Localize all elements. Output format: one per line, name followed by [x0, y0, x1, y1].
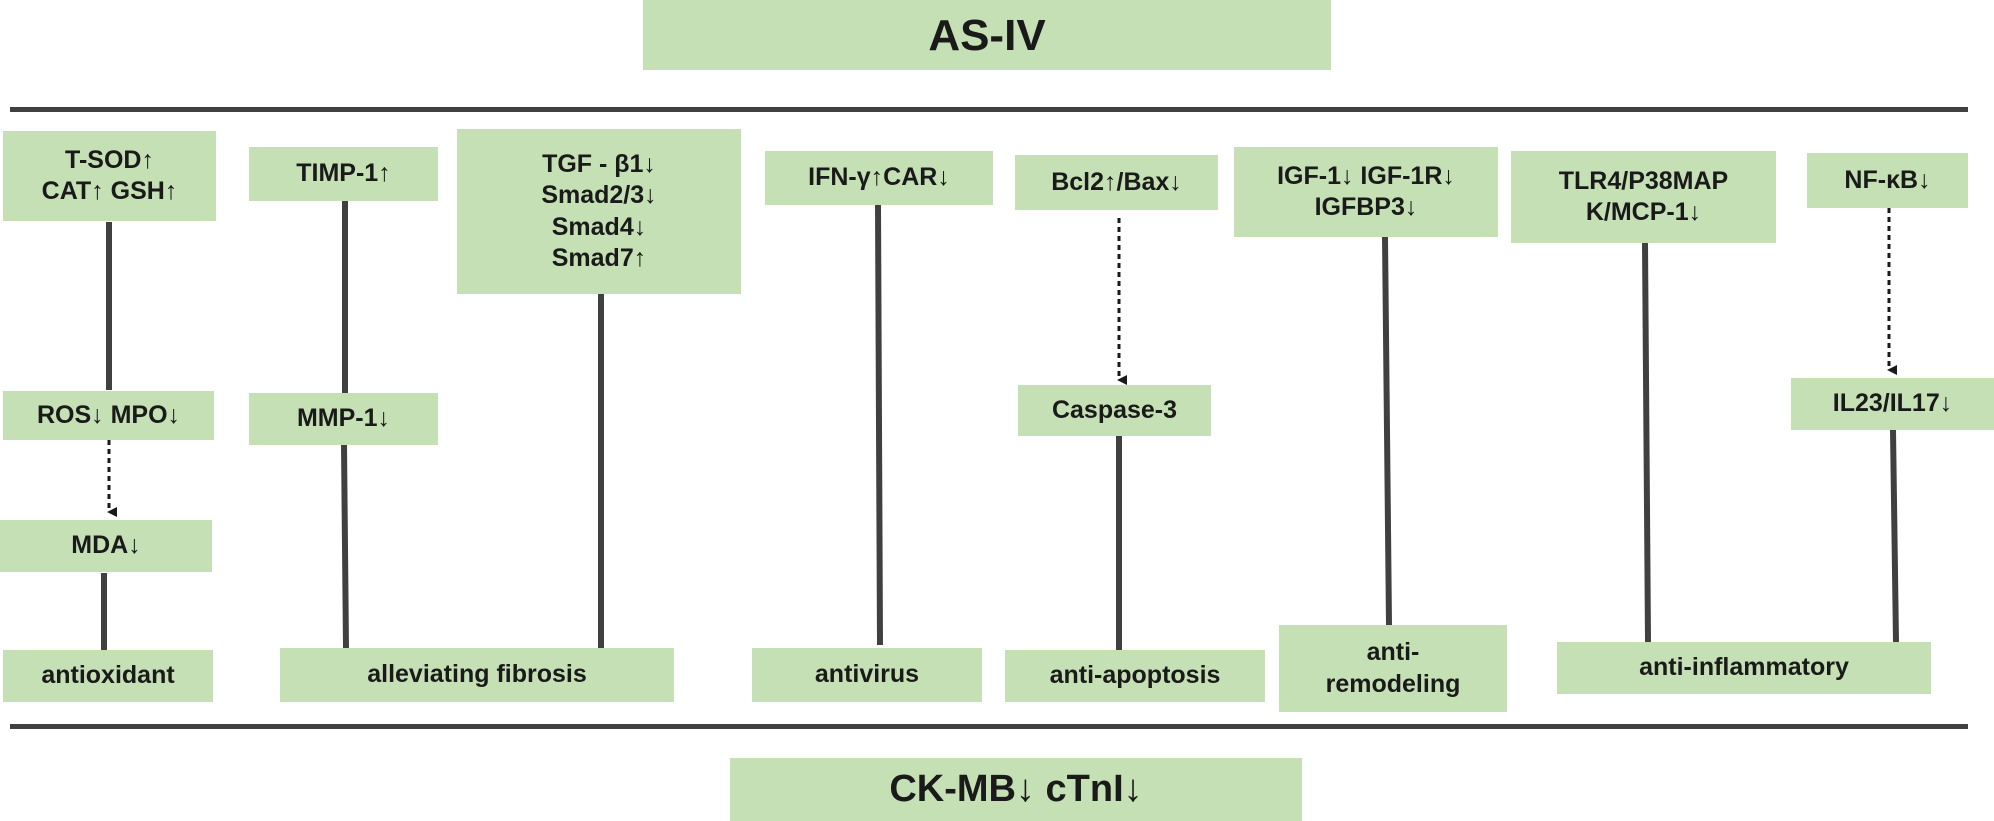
box-igf: IGF-1↓ IGF-1R↓ IGFBP3↓: [1234, 147, 1498, 237]
box-timp1: TIMP-1↑: [249, 147, 438, 201]
box-mda: MDA↓: [0, 520, 212, 572]
bottom-title: CK-MB↓ cTnI↓: [889, 767, 1143, 810]
top-title: AS-IV: [928, 10, 1046, 60]
box-il23-il17: IL23/IL17↓: [1791, 378, 1994, 430]
mda-text: MDA↓: [71, 531, 141, 560]
tgf-smad-text: TGF - β1↓ Smad2/3↓ Smad4↓ Smad7↑: [541, 150, 657, 272]
ifn-car-text: IFN-γ↑CAR↓: [808, 163, 950, 192]
bottom-divider: [10, 724, 1968, 729]
nfkb-text: NF-κB↓: [1844, 165, 1931, 194]
label-anti-remodeling: anti- remodeling: [1279, 625, 1507, 712]
label-alleviating-fibrosis: alleviating fibrosis: [280, 648, 674, 702]
box-ros-mpo: ROS↓ MPO↓: [3, 391, 214, 440]
box-mmp1: MMP-1↓: [249, 393, 438, 445]
tsod-cat-gsh-text: T-SOD↑ CAT↑ GSH↑: [41, 145, 178, 205]
anti-remodeling-text: anti- remodeling: [1325, 638, 1461, 698]
alleviating-fibrosis-text: alleviating fibrosis: [367, 660, 587, 689]
connector-remodeling: [1382, 236, 1392, 626]
box-nfkb: NF-κB↓: [1807, 153, 1968, 208]
box-tgf-smad: TGF - β1↓ Smad2/3↓ Smad4↓ Smad7↑: [457, 129, 741, 294]
bcl2-bax-text: Bcl2↑/Bax↓: [1051, 167, 1182, 196]
top-title-box: AS-IV: [643, 0, 1331, 70]
label-anti-inflammatory: anti-inflammatory: [1557, 642, 1931, 694]
connector-mmp: [341, 444, 349, 649]
bottom-title-box: CK-MB↓ cTnI↓: [730, 758, 1302, 821]
box-caspase3: Caspase-3: [1018, 385, 1211, 436]
anti-inflammatory-text: anti-inflammatory: [1639, 653, 1849, 682]
antioxidant-text: antioxidant: [41, 661, 175, 690]
il23-il17-text: IL23/IL17↓: [1832, 389, 1953, 418]
box-tsod-cat-gsh: T-SOD↑ CAT↑ GSH↑: [3, 131, 216, 221]
label-antioxidant: antioxidant: [3, 650, 213, 702]
antivirus-text: antivirus: [814, 660, 920, 689]
connector-il23: [1890, 429, 1899, 643]
caspase3-text: Caspase-3: [1051, 395, 1178, 424]
tlr4-p38mapk-mcp1-text: TLR4/P38MAP K/MCP-1↓: [1558, 166, 1729, 226]
box-bcl2-bax: Bcl2↑/Bax↓: [1015, 155, 1218, 210]
box-ifn-car: IFN-γ↑CAR↓: [765, 151, 993, 205]
timp1-text: TIMP-1↑: [296, 159, 391, 188]
connector-antivirus: [875, 204, 883, 646]
box-tlr4-p38mapk-mcp1: TLR4/P38MAP K/MCP-1↓: [1511, 151, 1776, 243]
anti-apoptosis-text: anti-apoptosis: [1049, 661, 1221, 690]
top-divider: [10, 107, 1968, 112]
mmp1-text: MMP-1↓: [296, 404, 391, 433]
ros-mpo-text: ROS↓ MPO↓: [36, 400, 181, 429]
connector-tlr4: [1642, 242, 1651, 643]
label-anti-apoptosis: anti-apoptosis: [1005, 650, 1265, 702]
label-antivirus: antivirus: [752, 648, 982, 702]
igf-text: IGF-1↓ IGF-1R↓ IGFBP3↓: [1277, 161, 1455, 221]
